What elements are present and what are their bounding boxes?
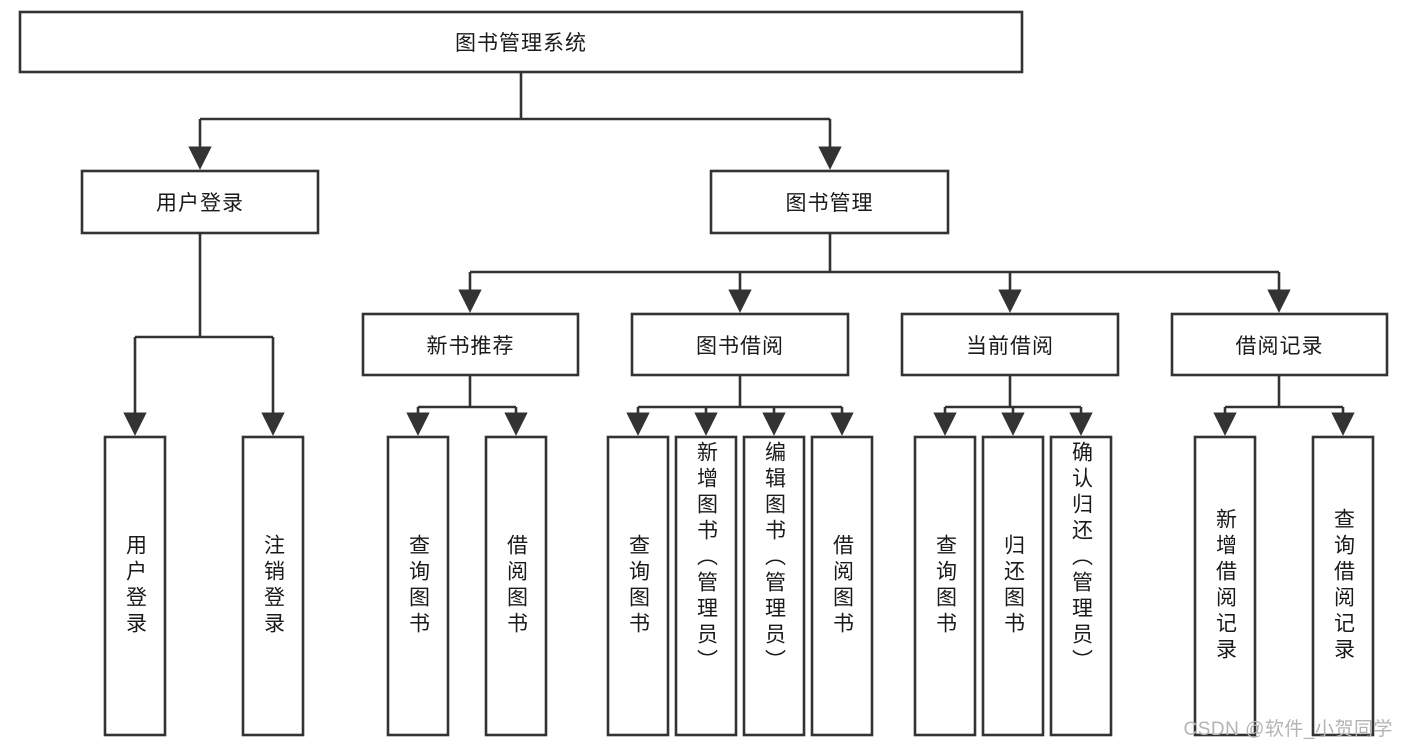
node-box-leaf-user-login[interactable]: [103, 435, 167, 737]
node-box-current-borrow[interactable]: [900, 312, 1120, 377]
node-box-book-management[interactable]: [709, 169, 950, 235]
node-box-leaf-query-book-1[interactable]: [386, 435, 450, 737]
node-box-leaf-query-book-3[interactable]: [913, 435, 977, 737]
watermark-text: CSDN @软件_小贺同学: [1183, 719, 1393, 740]
node-box-leaf-add-borrow-record[interactable]: [1193, 435, 1257, 737]
node-box-new-book-recommend[interactable]: [361, 312, 580, 377]
node-box-leaf-borrow-book-1[interactable]: [484, 435, 548, 737]
node-box-user-login[interactable]: [80, 169, 320, 235]
connector-lines: [123, 72, 1355, 436]
node-box-root[interactable]: [18, 10, 1024, 74]
node-box-leaf-query-book-2[interactable]: [606, 435, 670, 737]
node-boxes: [18, 10, 1389, 737]
node-box-leaf-borrow-book-2[interactable]: [810, 435, 874, 737]
node-box-leaf-logout[interactable]: [241, 435, 305, 737]
node-box-borrow-record[interactable]: [1170, 312, 1389, 377]
node-box-leaf-query-borrow-record[interactable]: [1311, 435, 1375, 737]
node-box-leaf-add-book[interactable]: [674, 435, 738, 737]
node-box-book-borrow[interactable]: [630, 312, 850, 377]
node-box-leaf-return-book[interactable]: [981, 435, 1045, 737]
node-box-leaf-confirm-return[interactable]: [1049, 435, 1113, 737]
node-box-leaf-edit-book[interactable]: [742, 435, 806, 737]
